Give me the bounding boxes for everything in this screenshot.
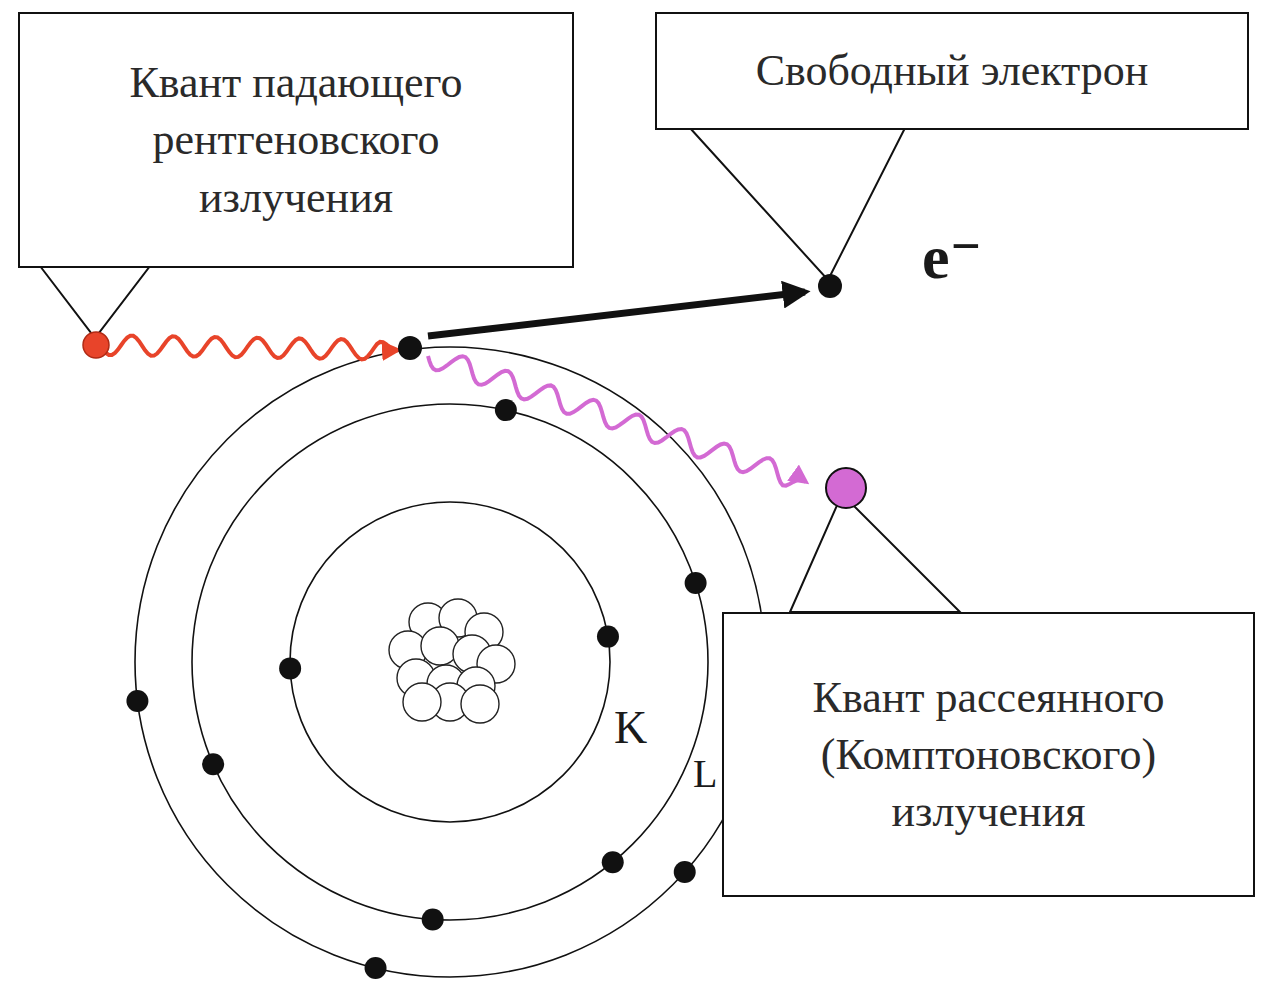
electron-track bbox=[428, 292, 805, 336]
electron-shell bbox=[290, 502, 610, 822]
electron bbox=[597, 626, 619, 648]
shell-label: L bbox=[693, 754, 717, 794]
scattered-photon bbox=[826, 468, 866, 508]
callout-text: Квант рассеянного (Комптоновского) излуч… bbox=[769, 669, 1209, 841]
callout-text: Квант падающего рентгеновского излучения bbox=[86, 54, 506, 226]
callout-tail bbox=[790, 494, 960, 612]
rays bbox=[83, 274, 866, 508]
callout-text: Свободный электрон bbox=[756, 42, 1149, 99]
nucleon bbox=[403, 683, 441, 721]
callout-box: Квант рассеянного (Комптоновского) излуч… bbox=[722, 612, 1255, 897]
electron bbox=[279, 657, 301, 679]
callout-box: Квант падающего рентгеновского излучения bbox=[18, 12, 574, 268]
electron bbox=[674, 861, 696, 883]
callout-box: Свободный электрон bbox=[655, 12, 1249, 130]
incident-photon bbox=[83, 332, 109, 358]
callout-tail bbox=[690, 128, 905, 280]
electron bbox=[202, 753, 224, 775]
free-electron bbox=[818, 274, 842, 298]
electron bbox=[126, 690, 148, 712]
atom bbox=[126, 347, 765, 979]
shell-label: K bbox=[614, 705, 647, 751]
electron bbox=[685, 572, 707, 594]
callout-tail bbox=[40, 266, 150, 338]
electron bbox=[602, 851, 624, 873]
electron-shell bbox=[135, 347, 765, 977]
scattered-photon-ray bbox=[428, 356, 806, 486]
incident-photon-ray bbox=[100, 336, 398, 360]
electron bbox=[398, 336, 422, 360]
nucleon bbox=[461, 685, 499, 723]
electron bbox=[495, 399, 517, 421]
electron bbox=[365, 957, 387, 979]
electron bbox=[422, 908, 444, 930]
electron-shell bbox=[192, 404, 708, 920]
particle-symbol: e⁻ bbox=[922, 226, 982, 288]
